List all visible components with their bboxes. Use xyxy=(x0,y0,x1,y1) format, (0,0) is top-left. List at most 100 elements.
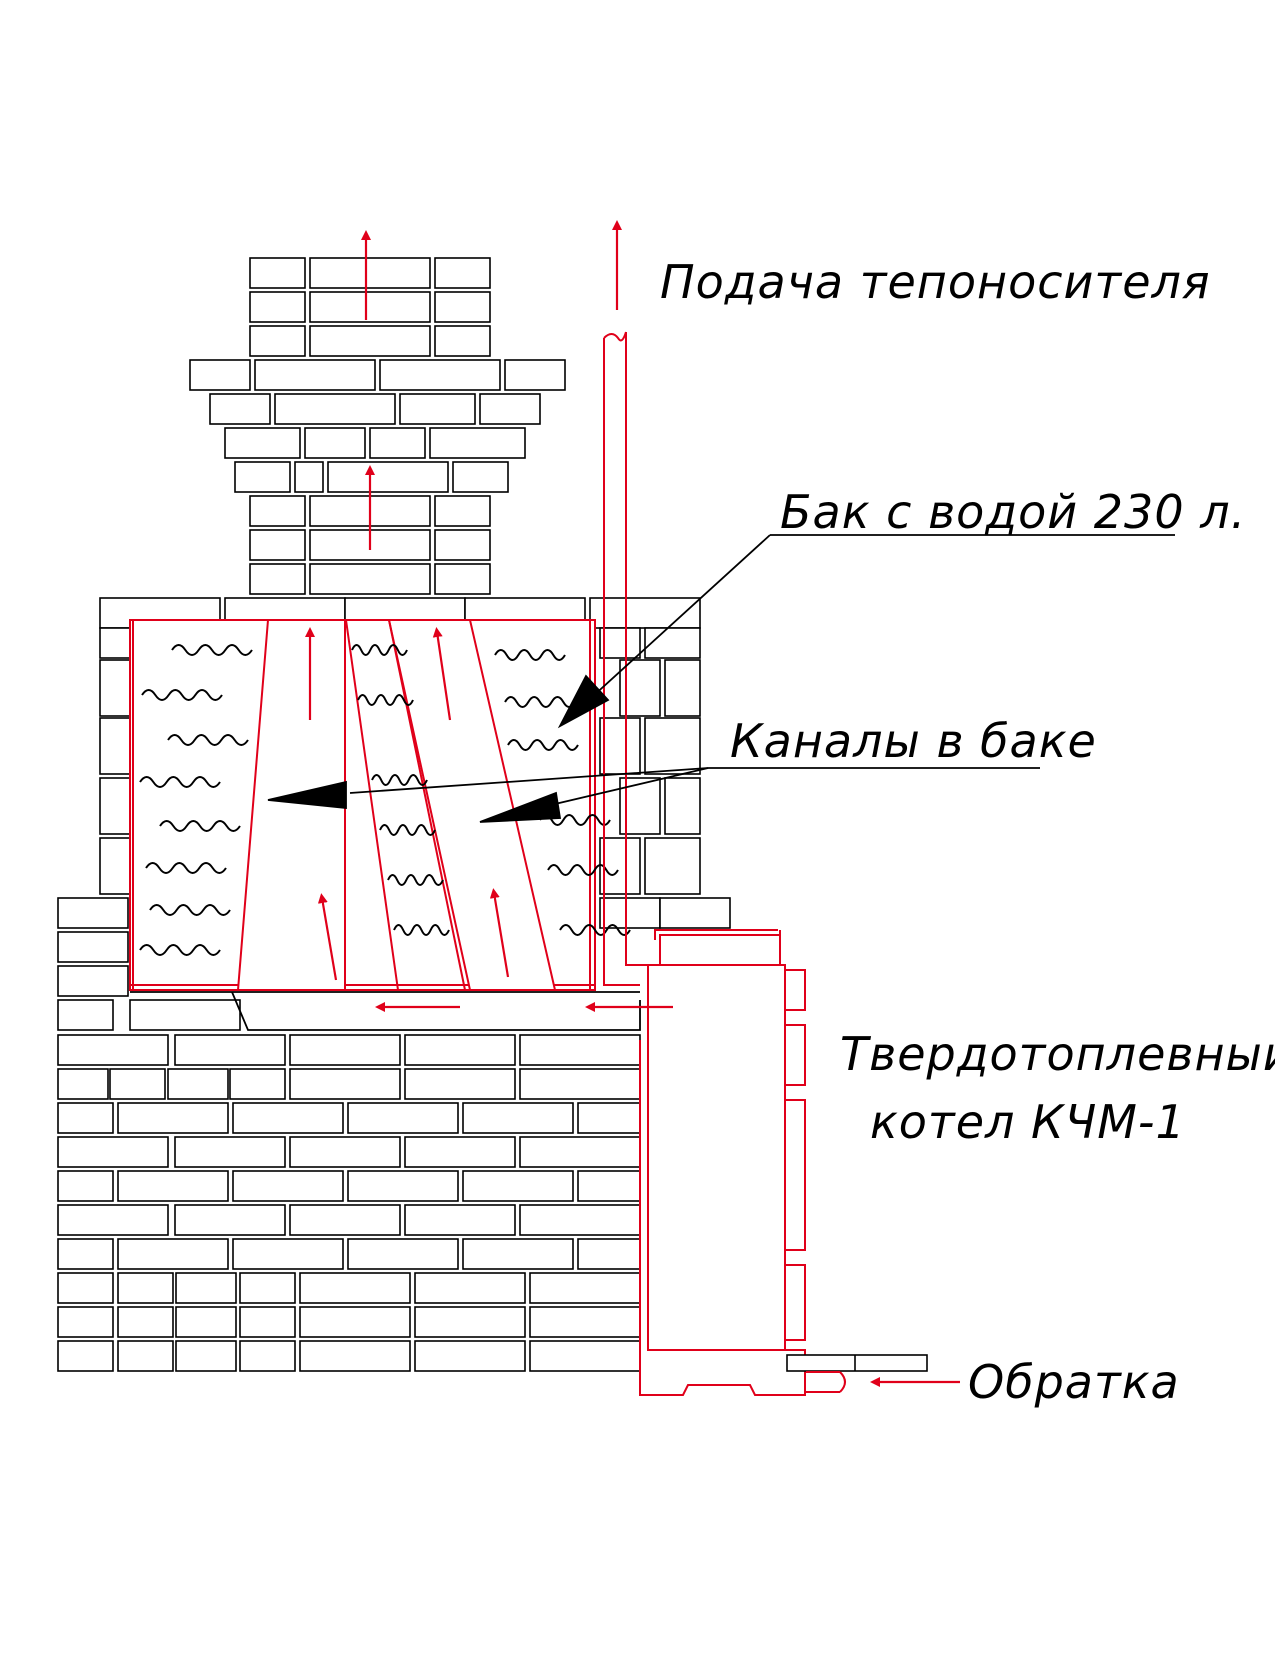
brick xyxy=(519,1136,641,1168)
brick xyxy=(99,777,131,835)
boiler-label-line2: котел КЧМ-1 xyxy=(870,1095,1186,1149)
brick xyxy=(289,1204,401,1236)
brick xyxy=(174,1136,286,1168)
brick xyxy=(404,1204,516,1236)
water-wave xyxy=(149,904,231,916)
brick xyxy=(174,1204,286,1236)
brick xyxy=(414,1306,526,1338)
brick xyxy=(249,291,306,323)
brick xyxy=(117,1102,229,1134)
water-wave xyxy=(351,644,408,656)
water-wave xyxy=(171,644,253,656)
water-wave xyxy=(539,814,611,826)
brick xyxy=(249,325,306,357)
brick xyxy=(117,1170,229,1202)
brick xyxy=(519,1068,641,1100)
water-wave xyxy=(141,689,223,701)
brick xyxy=(519,1204,641,1236)
brick xyxy=(664,659,701,717)
brick xyxy=(399,393,476,425)
water-wave xyxy=(145,862,227,874)
brick xyxy=(414,1272,526,1304)
brick xyxy=(117,1272,174,1304)
brick xyxy=(232,1170,344,1202)
brick xyxy=(109,1068,166,1100)
brick xyxy=(347,1170,459,1202)
brick xyxy=(327,461,449,493)
brick xyxy=(224,427,301,459)
flow-arrow xyxy=(432,627,452,721)
brick xyxy=(57,897,129,929)
brick xyxy=(664,777,701,835)
channels-label: Каналы в баке xyxy=(730,714,1097,768)
brick xyxy=(249,529,306,561)
brick xyxy=(232,1102,344,1134)
brick xyxy=(644,627,701,659)
brick xyxy=(479,393,541,425)
brick xyxy=(577,1102,641,1134)
brick xyxy=(289,1068,401,1100)
brick xyxy=(452,461,509,493)
brick xyxy=(309,257,431,289)
brick xyxy=(462,1102,574,1134)
brick xyxy=(309,563,431,595)
chimney-brickwork xyxy=(189,257,566,595)
brick xyxy=(117,1306,174,1338)
brick xyxy=(434,563,491,595)
channel-2 xyxy=(387,619,557,991)
brick xyxy=(249,563,306,595)
brick xyxy=(167,1068,229,1100)
brick xyxy=(57,1272,114,1304)
return-pipe xyxy=(786,1354,928,1393)
water-waves xyxy=(139,644,631,956)
leader-lines xyxy=(267,534,1175,823)
brick xyxy=(254,359,376,391)
brick xyxy=(404,1034,516,1066)
boiler-outer-contour xyxy=(639,930,806,1396)
brick xyxy=(189,359,251,391)
water-wave xyxy=(167,734,249,746)
brick xyxy=(249,257,306,289)
water-wave xyxy=(393,924,450,936)
flow-arrows xyxy=(305,220,960,1387)
brick xyxy=(369,427,426,459)
brick xyxy=(299,1272,411,1304)
brick xyxy=(57,1238,114,1270)
brick xyxy=(99,717,131,775)
brick xyxy=(404,1068,516,1100)
brick xyxy=(577,1238,641,1270)
brick xyxy=(249,495,306,527)
brick xyxy=(434,529,491,561)
return-label: Обратка xyxy=(968,1355,1180,1409)
brick xyxy=(289,1136,401,1168)
brick xyxy=(299,1306,411,1338)
brick xyxy=(429,427,526,459)
brick xyxy=(644,837,701,895)
brick xyxy=(175,1340,237,1372)
brick xyxy=(599,717,641,775)
brick xyxy=(414,1340,526,1372)
brick xyxy=(529,1340,641,1372)
water-wave xyxy=(139,776,221,788)
brick xyxy=(599,897,661,929)
brick xyxy=(239,1272,296,1304)
brick xyxy=(99,837,131,895)
brick xyxy=(599,837,641,895)
brick xyxy=(434,257,491,289)
brick xyxy=(434,325,491,357)
brick xyxy=(129,999,241,1031)
brick xyxy=(239,1306,296,1338)
brick xyxy=(57,1034,169,1066)
brick xyxy=(117,1238,229,1270)
brick xyxy=(239,1340,296,1372)
brick xyxy=(434,291,491,323)
water-wave xyxy=(494,649,566,661)
brick xyxy=(504,359,566,391)
brick xyxy=(462,1238,574,1270)
brick xyxy=(274,393,396,425)
brick xyxy=(299,1340,411,1372)
brick xyxy=(57,931,129,963)
flow-arrow xyxy=(317,893,338,981)
